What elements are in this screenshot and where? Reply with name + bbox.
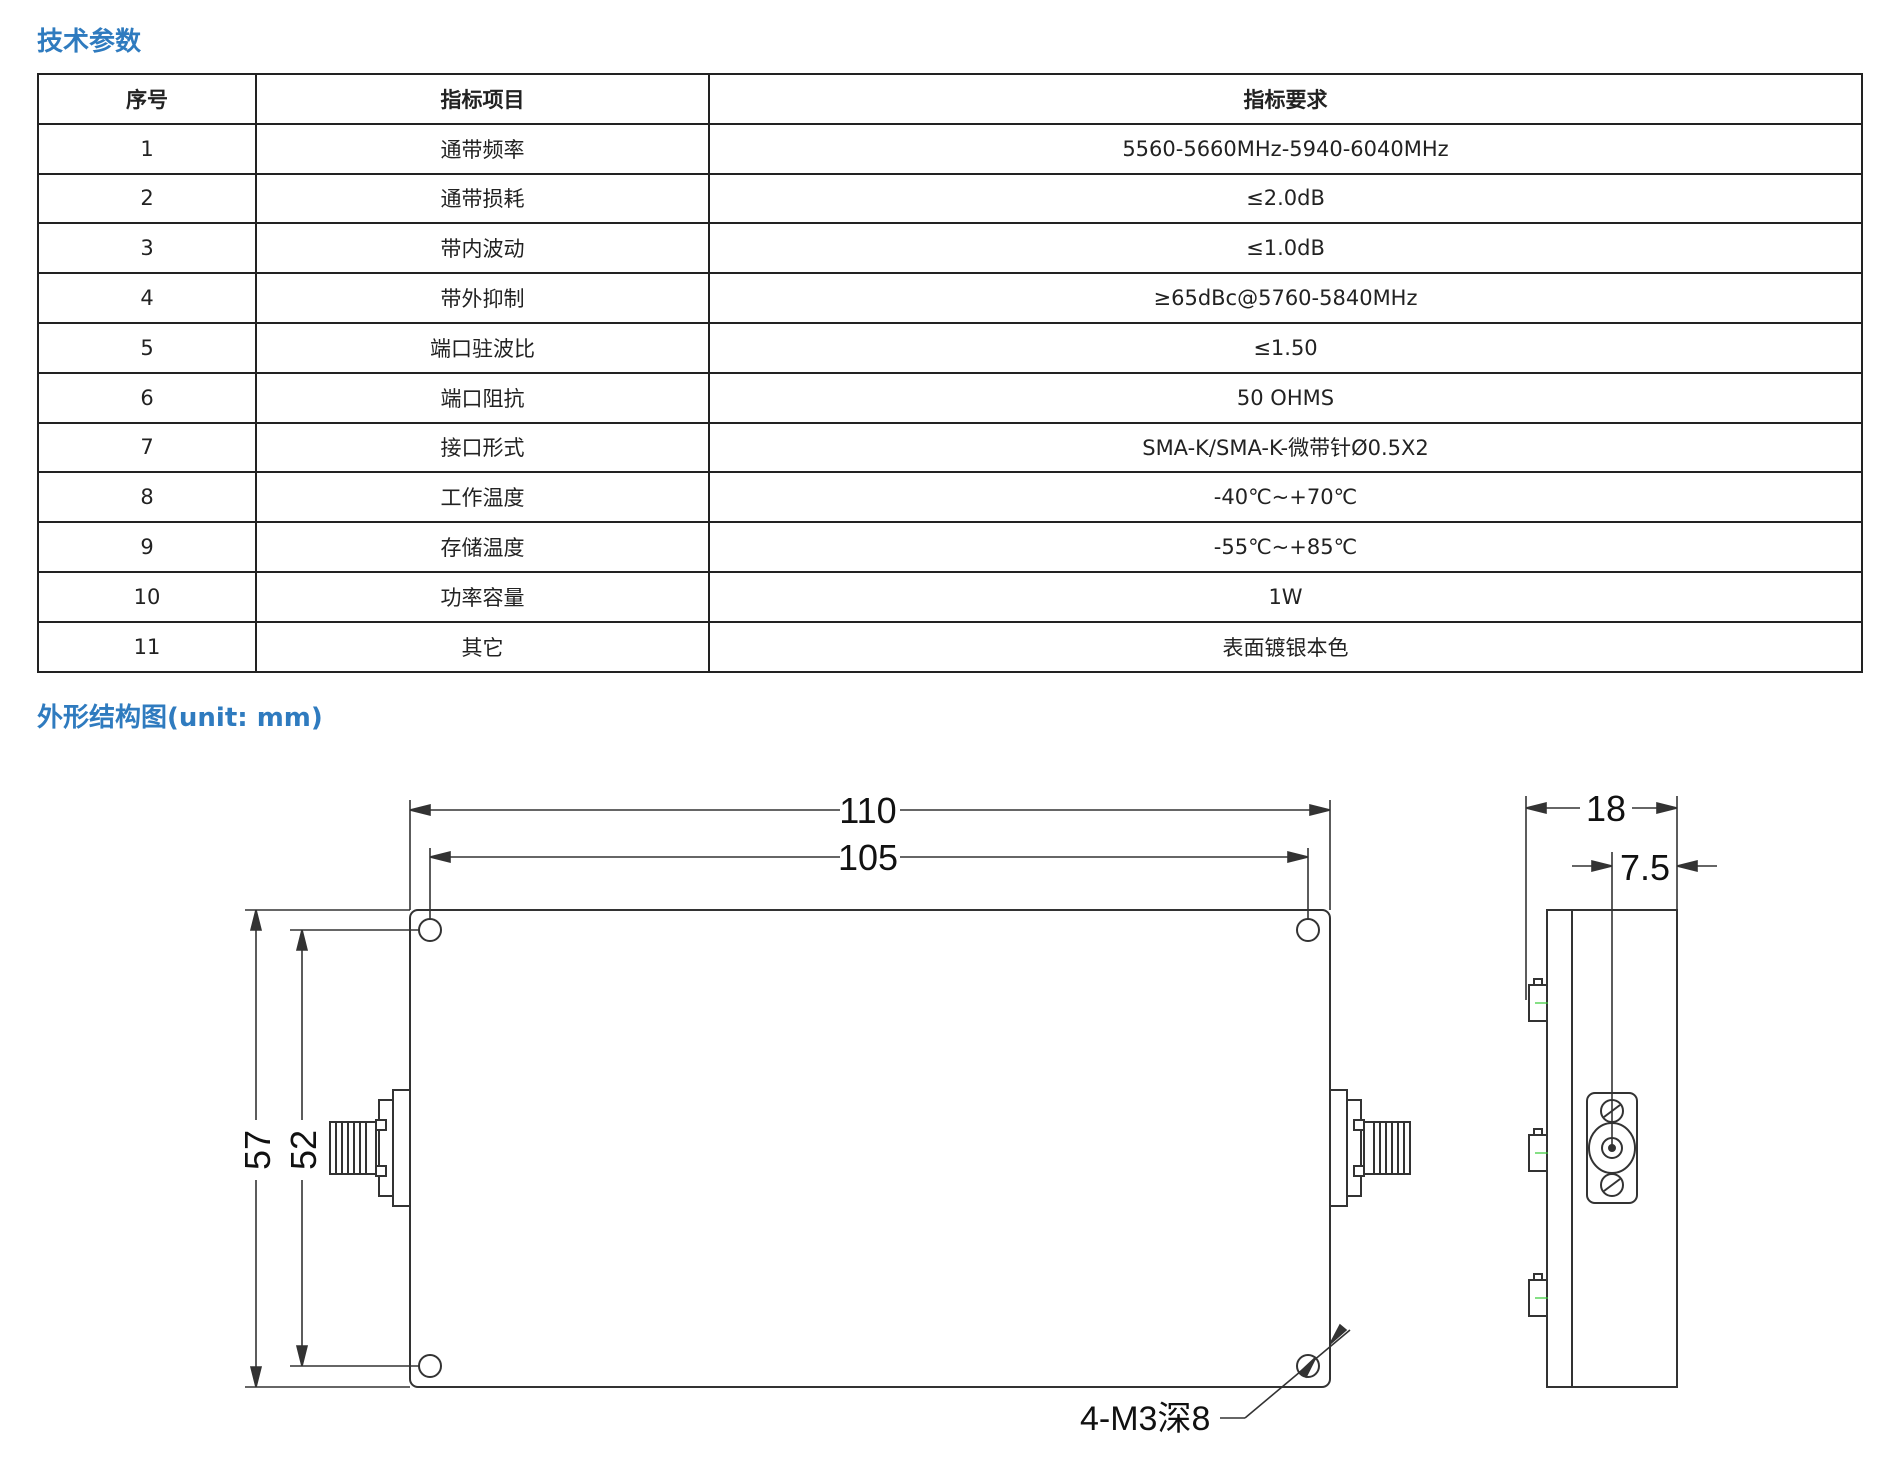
row-item: 存储温度 bbox=[255, 521, 710, 573]
dimension-lines bbox=[245, 800, 1351, 1419]
row-item: 接口形式 bbox=[255, 421, 710, 474]
row-requirement: ≤2.0dB bbox=[708, 172, 1863, 225]
row-index: 11 bbox=[37, 620, 257, 673]
row-item: 带外抑制 bbox=[255, 272, 710, 324]
mount-hole-top-left bbox=[418, 918, 442, 942]
sma-connector-right bbox=[1329, 1089, 1411, 1207]
row-requirement: 1W bbox=[708, 570, 1863, 623]
row-index: 3 bbox=[37, 222, 257, 275]
row-item: 端口驻波比 bbox=[255, 321, 710, 374]
row-requirement: ≤1.0dB bbox=[708, 222, 1863, 275]
row-index: 7 bbox=[37, 421, 257, 474]
table-header-row: 序号 指标项目 指标要求 bbox=[37, 73, 1863, 125]
row-index: 9 bbox=[37, 521, 257, 573]
row-requirement: SMA-K/SMA-K-微带针Ø0.5X2 bbox=[708, 421, 1863, 474]
front-body-outline bbox=[409, 909, 1331, 1388]
front-view bbox=[409, 909, 1331, 1388]
row-requirement: 50 OHMS bbox=[708, 371, 1863, 424]
row-index: 1 bbox=[37, 122, 257, 175]
row-requirement: -40℃~+70℃ bbox=[708, 471, 1863, 524]
header-requirement: 指标要求 bbox=[708, 73, 1863, 125]
row-item: 端口阻抗 bbox=[255, 371, 710, 424]
row-index: 2 bbox=[37, 172, 257, 225]
row-index: 4 bbox=[37, 272, 257, 324]
side-center-marks bbox=[1535, 1002, 1548, 1299]
side-dimension-lines bbox=[1525, 796, 1717, 1148]
mount-hole-bottom-right bbox=[1296, 1354, 1320, 1378]
sma-connector-left bbox=[329, 1089, 411, 1207]
row-index: 6 bbox=[37, 371, 257, 424]
row-requirement: ≤1.50 bbox=[708, 321, 1863, 374]
row-item: 工作温度 bbox=[255, 471, 710, 524]
row-item: 功率容量 bbox=[255, 570, 710, 623]
mount-hole-bottom-left bbox=[418, 1354, 442, 1378]
row-requirement: 表面镀银本色 bbox=[708, 620, 1863, 673]
row-item: 通带损耗 bbox=[255, 172, 710, 225]
header-item: 指标项目 bbox=[255, 73, 710, 125]
row-requirement: ≥65dBc@5760-5840MHz bbox=[708, 272, 1863, 324]
row-item: 带内波动 bbox=[255, 222, 710, 275]
row-index: 8 bbox=[37, 471, 257, 524]
row-requirement: 5560-5660MHz-5940-6040MHz bbox=[708, 122, 1863, 175]
row-item: 其它 bbox=[255, 620, 710, 673]
section-title-drawing: 外形结构图(unit: mm) bbox=[37, 703, 323, 733]
header-index: 序号 bbox=[37, 73, 257, 125]
outline-drawing: 110 105 57 52 4-M3深8 bbox=[237, 788, 1717, 1438]
hole-note: 4-M3深8 bbox=[1080, 1400, 1210, 1438]
mount-hole-top-right bbox=[1296, 918, 1320, 942]
dim-height-holes: 52 bbox=[283, 1130, 324, 1170]
row-item: 通带频率 bbox=[255, 122, 710, 175]
side-view bbox=[1528, 909, 1678, 1388]
row-index: 10 bbox=[37, 570, 257, 623]
dim-length-holes: 105 bbox=[838, 837, 898, 878]
dim-connector-offset: 7.5 bbox=[1620, 847, 1670, 888]
dim-thickness: 18 bbox=[1586, 788, 1626, 829]
dim-length-outer: 110 bbox=[839, 790, 896, 831]
row-index: 5 bbox=[37, 321, 257, 374]
section-title-params: 技术参数 bbox=[37, 27, 142, 57]
row-requirement: -55℃~+85℃ bbox=[708, 521, 1863, 573]
dim-height-outer: 57 bbox=[237, 1130, 278, 1170]
